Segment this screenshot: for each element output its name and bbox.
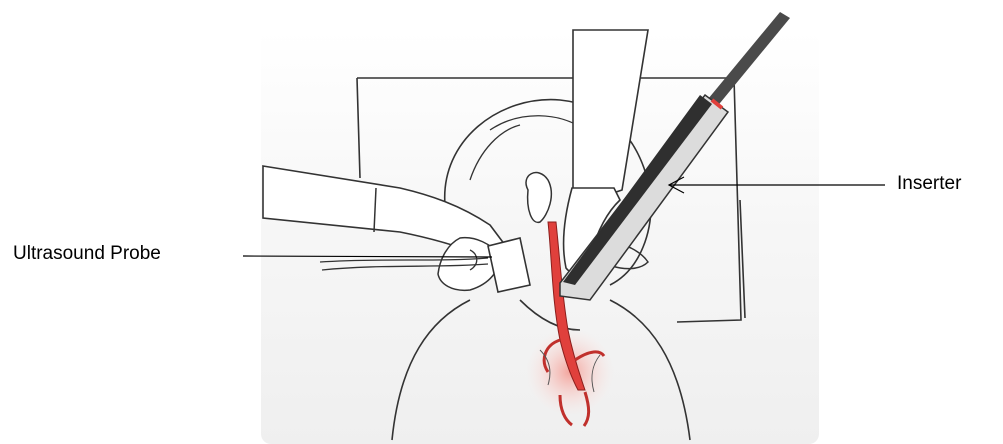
ultrasound-probe xyxy=(488,238,530,292)
hair-outline xyxy=(470,116,585,180)
ultrasound-probe-label: Ultrasound Probe xyxy=(13,243,161,265)
upper-arm xyxy=(573,30,648,196)
ear-outline xyxy=(526,173,551,223)
inserter-label: Inserter xyxy=(897,173,961,195)
